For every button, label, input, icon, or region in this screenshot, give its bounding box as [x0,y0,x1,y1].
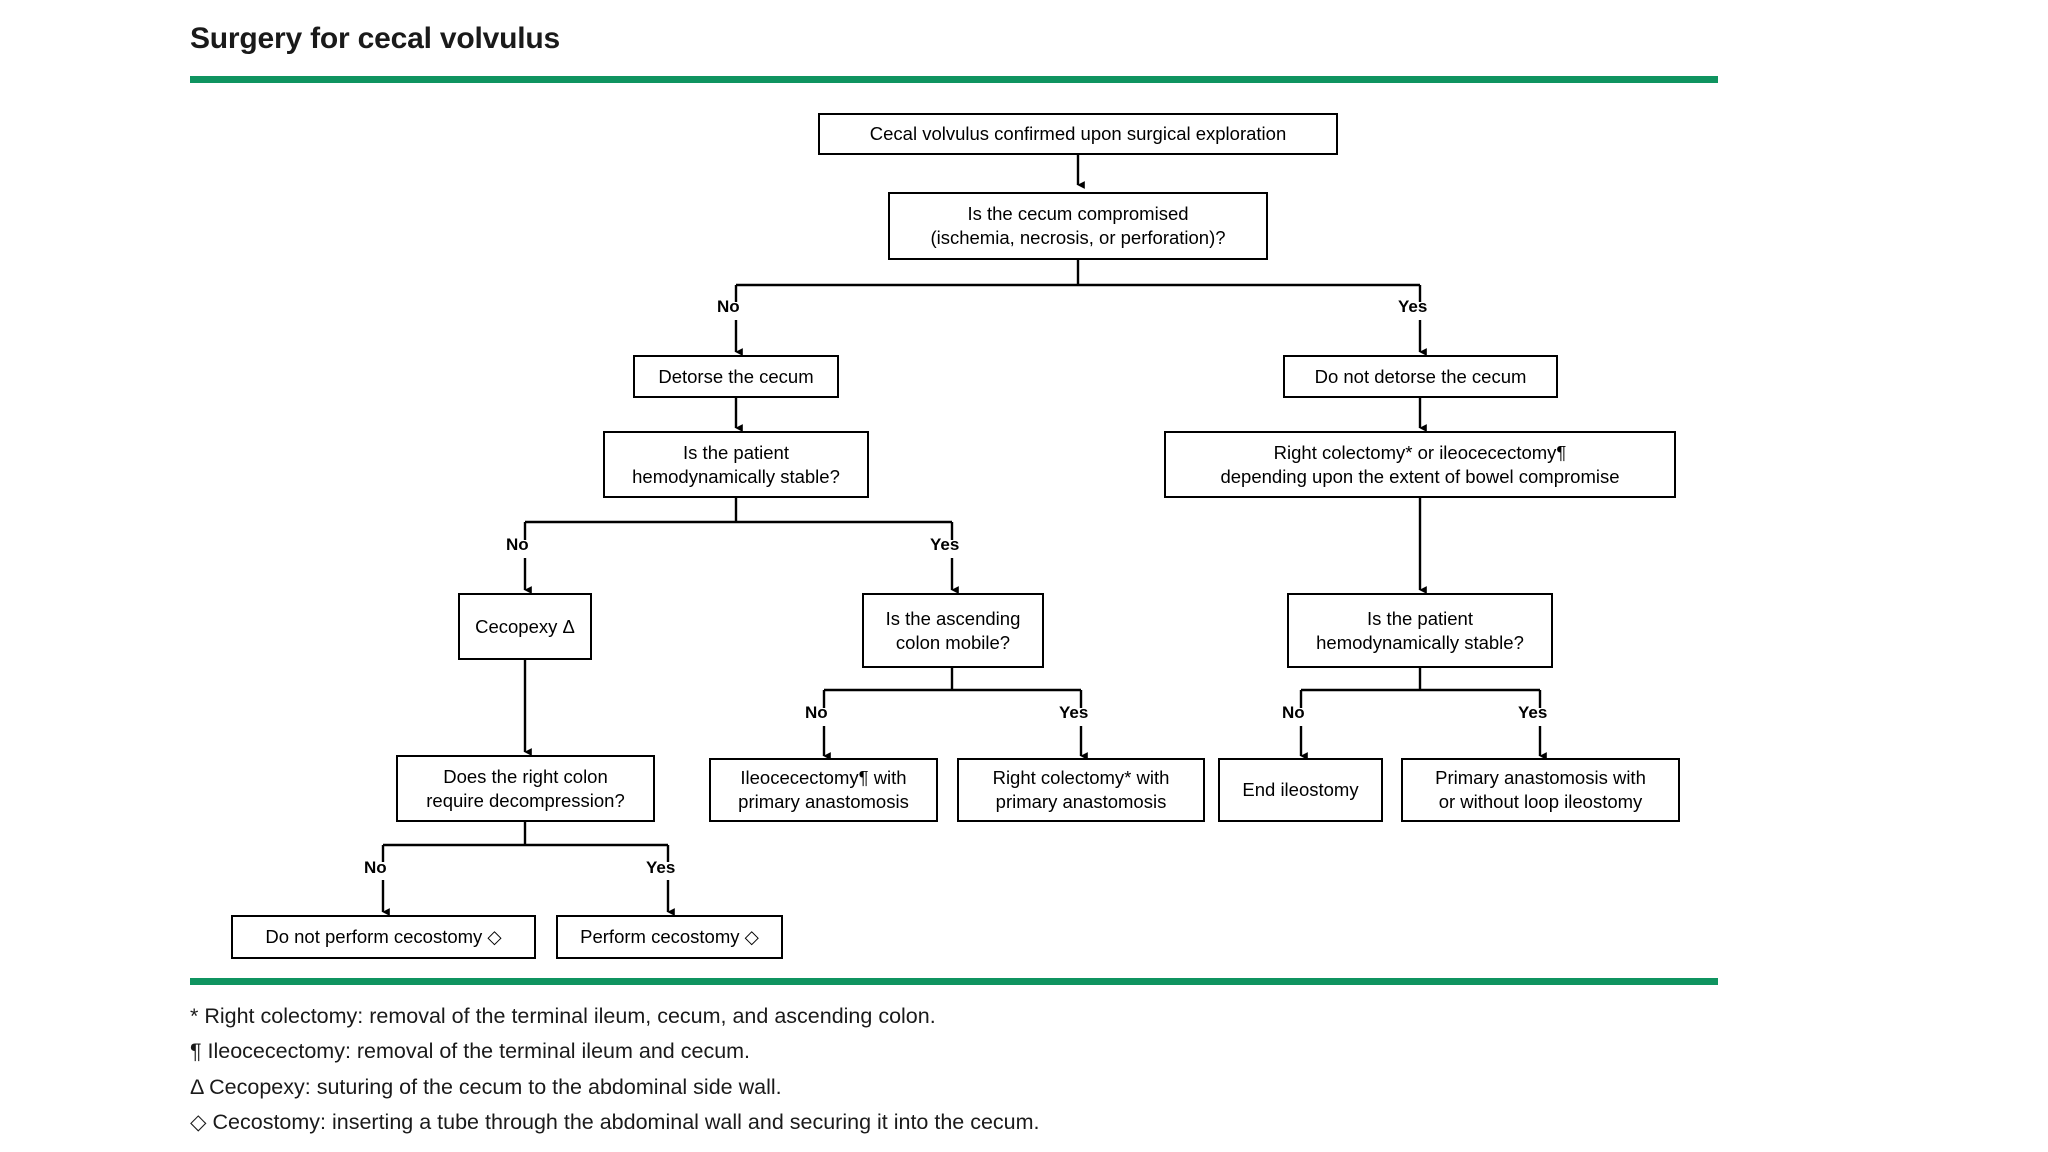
branch-label-mobile-yes: Yes [1059,703,1089,722]
branch-label-decompression-no: No [364,858,387,877]
branch-label-mobile-no: No [805,703,828,722]
node-stable-left-label: Is the patient hemodynamically stable? [632,441,840,487]
node-no-cecostomy[interactable]: Do not perform cecostomy ◇ [231,915,536,959]
node-ascending-colon-mobile-label: Is the ascending colon mobile? [885,607,1021,653]
node-right-colectomy-or-ileocecectomy-label: Right colectomy* or ileocecectomy¶ depen… [1220,441,1620,487]
footer-divider [190,978,1718,985]
node-right-colectomy-or-ileocecectomy[interactable]: Right colectomy* or ileocecectomy¶ depen… [1164,431,1676,498]
node-do-not-detorse[interactable]: Do not detorse the cecum [1283,355,1558,398]
branch-label-stable-right-no: No [1282,703,1305,722]
node-cecopexy[interactable]: Cecopexy Δ [458,593,592,660]
node-stable-right[interactable]: Is the patient hemodynamically stable? [1287,593,1553,668]
node-cecum-compromised-label: Is the cecum compromised (ischemia, necr… [930,203,1226,248]
node-ileocecectomy-primary[interactable]: Ileocecectomy¶ with primary anastomosis [709,758,938,822]
footnote-item: * Right colectomy: removal of the termin… [190,1004,936,1028]
node-decompression-label: Does the right colon require decompressi… [426,765,625,811]
node-end-ileostomy-label: End ileostomy [1242,779,1359,801]
page-title: Surgery for cecal volvulus [190,22,560,55]
node-do-not-detorse-label: Do not detorse the cecum [1314,365,1527,387]
node-right-colectomy-primary-label: Right colectomy* with primary anastomosi… [992,767,1170,812]
node-ascending-colon-mobile[interactable]: Is the ascending colon mobile? [862,593,1044,668]
footnote-item: ¶ Ileocecectomy: removal of the terminal… [190,1039,751,1064]
node-cecopexy-label: Cecopexy Δ [475,615,575,637]
node-perform-cecostomy[interactable]: Perform cecostomy ◇ [556,915,783,959]
branch-label-stable-left-yes: Yes [930,535,960,554]
node-no-cecostomy-label: Do not perform cecostomy ◇ [265,926,502,948]
branch-label-decompression-yes: Yes [646,858,676,877]
node-stable-right-label: Is the patient hemodynamically stable? [1316,607,1524,653]
footnotes-list: * Right colectomy: removal of the termin… [190,1002,1750,1144]
node-cecum-compromised[interactable]: Is the cecum compromised (ischemia, necr… [888,192,1268,260]
node-root-label: Cecal volvulus confirmed upon surgical e… [869,123,1287,145]
node-root[interactable]: Cecal volvulus confirmed upon surgical e… [818,113,1338,155]
node-ileocecectomy-primary-label: Ileocecectomy¶ with primary anastomosis [738,767,909,812]
node-decompression[interactable]: Does the right colon require decompressi… [396,755,655,822]
branch-label-compromised-no: No [717,297,740,316]
footnote-item: ◇ Cecostomy: inserting a tube through th… [190,1110,1040,1135]
node-detorse[interactable]: Detorse the cecum [633,355,839,398]
node-primary-anastomosis-loop[interactable]: Primary anastomosis with or without loop… [1401,758,1680,822]
node-detorse-label: Detorse the cecum [658,365,814,387]
node-perform-cecostomy-label: Perform cecostomy ◇ [580,926,759,948]
branch-label-compromised-yes: Yes [1398,297,1428,316]
footnote-item: Δ Cecopexy: suturing of the cecum to the… [190,1074,782,1099]
node-stable-left[interactable]: Is the patient hemodynamically stable? [603,431,869,498]
branch-label-stable-left-no: No [506,535,529,554]
node-end-ileostomy[interactable]: End ileostomy [1218,758,1383,822]
node-right-colectomy-primary[interactable]: Right colectomy* with primary anastomosi… [957,758,1205,822]
branch-label-stable-right-yes: Yes [1518,703,1548,722]
node-primary-anastomosis-loop-label: Primary anastomosis with or without loop… [1435,767,1646,812]
header-divider [190,76,1718,83]
